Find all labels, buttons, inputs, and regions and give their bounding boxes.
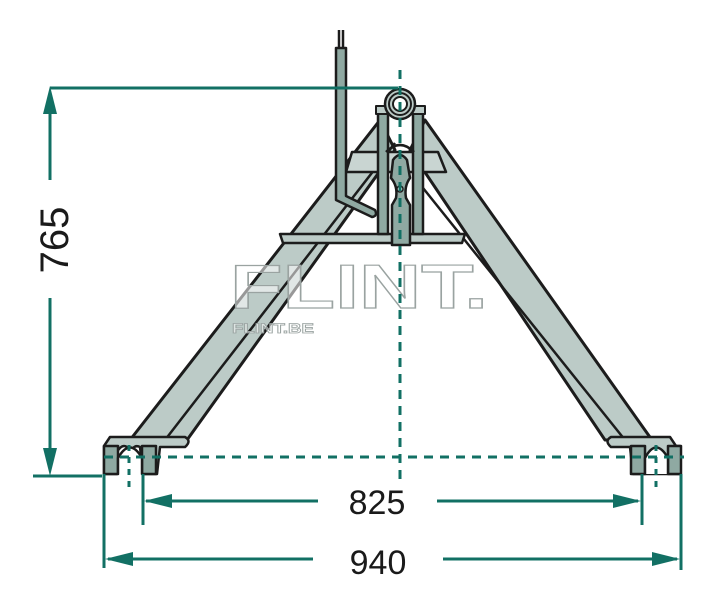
centerlines bbox=[104, 70, 684, 488]
arrowhead-left-inner bbox=[144, 494, 172, 508]
arrowhead-left-outer bbox=[105, 552, 133, 566]
watermark: FLINT. FLINT.BE bbox=[229, 252, 488, 336]
dimension-lines bbox=[33, 86, 683, 570]
arrowhead-up bbox=[43, 86, 57, 114]
top-bracket-right bbox=[411, 108, 425, 236]
watermark-url: FLINT.BE bbox=[232, 320, 314, 336]
release-lever bbox=[334, 46, 378, 219]
top-bracket-left bbox=[376, 108, 390, 236]
lower-crossbar bbox=[278, 232, 467, 245]
a-frame bbox=[102, 30, 683, 476]
dimension-outer-width-label: 940 bbox=[350, 544, 407, 582]
arrowhead-right-inner bbox=[613, 494, 641, 508]
watermark-logo: FLINT. bbox=[230, 253, 488, 322]
arrowhead-right-outer bbox=[652, 552, 680, 566]
dimension-inner-width-label: 825 bbox=[349, 484, 406, 522]
arrowhead-down bbox=[43, 448, 57, 476]
dimension-height-label: 765 bbox=[33, 207, 77, 274]
